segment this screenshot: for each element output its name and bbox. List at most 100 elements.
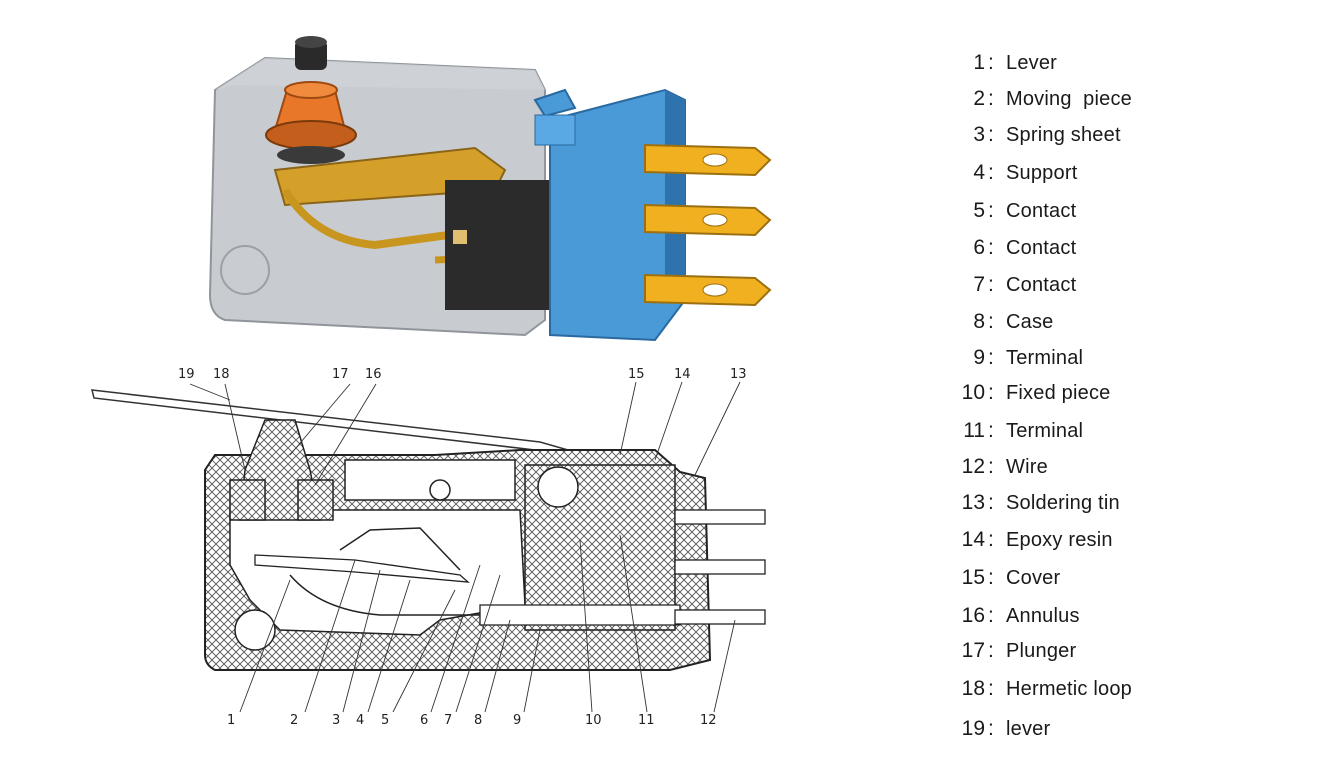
legend-label: Cover — [1006, 566, 1061, 589]
terminals-illustration — [644, 143, 772, 307]
legend-label: Soldering tin — [1006, 491, 1120, 514]
legend-label: Wire — [1006, 455, 1048, 478]
legend-item: 4 : Support — [925, 158, 1077, 188]
legend-separator: : — [988, 236, 994, 259]
plunger-illustration — [265, 36, 357, 164]
legend-label: Hermetic loop — [1006, 677, 1132, 700]
legend-label: Fixed piece — [1006, 381, 1111, 404]
legend-separator: : — [988, 455, 994, 478]
legend-item: 2 : Moving piece — [925, 84, 1132, 114]
callout-7: 7 — [444, 713, 452, 728]
legend-label: Plunger — [1006, 639, 1077, 662]
legend-separator: : — [988, 677, 994, 700]
legend-number: 9 — [973, 346, 985, 369]
legend-separator: : — [988, 199, 994, 222]
legend-separator: : — [988, 273, 994, 296]
legend-number: 16 — [961, 604, 985, 627]
legend-item: 17 : Plunger — [925, 636, 1077, 666]
legend-separator: : — [988, 528, 994, 551]
legend-separator: : — [988, 161, 994, 184]
legend-separator: : — [988, 491, 994, 514]
callout-4: 4 — [356, 713, 364, 728]
callout-16: 16 — [365, 367, 382, 382]
legend-label: Terminal — [1006, 419, 1084, 442]
legend-item: 7 : Contact — [925, 270, 1076, 300]
callout-13: 13 — [730, 367, 747, 382]
legend-number: 6 — [973, 236, 985, 259]
legend-item: 9 : Terminal — [925, 343, 1083, 373]
legend-number: 18 — [961, 677, 985, 700]
legend-number: 15 — [961, 566, 985, 589]
legend-number: 1 — [973, 51, 985, 74]
callout-15: 15 — [628, 367, 645, 382]
legend-number: 19 — [961, 717, 985, 740]
callout-numbers: 19 18 17 16 15 14 13 1 2 3 4 5 6 7 8 9 1… — [178, 367, 747, 728]
legend-separator: : — [988, 717, 994, 740]
callout-2: 2 — [290, 713, 298, 728]
legend-separator: : — [988, 51, 994, 74]
legend-item: 5 : Contact — [925, 196, 1076, 226]
legend-label: Contact — [1006, 236, 1077, 259]
legend-number: 12 — [961, 455, 985, 478]
legend-number: 13 — [961, 491, 985, 514]
legend-separator: : — [988, 604, 994, 627]
legend-separator: : — [988, 381, 994, 404]
legend-label: Terminal — [1006, 346, 1084, 369]
legend-label: Epoxy resin — [1006, 528, 1113, 551]
callout-6: 6 — [420, 713, 428, 728]
legend-number: 11 — [963, 419, 985, 442]
legend-label: Contact — [1006, 273, 1077, 296]
legend-separator: : — [988, 639, 994, 662]
callout-14: 14 — [674, 367, 691, 382]
legend-item: 19 : lever — [925, 714, 1051, 744]
legend-label: Annulus — [1006, 604, 1080, 627]
wires-section — [674, 509, 766, 625]
legend-separator: : — [988, 310, 994, 333]
callout-17: 17 — [332, 367, 349, 382]
legend-item: 15 : Cover — [925, 563, 1061, 593]
legend-separator: : — [988, 566, 994, 589]
legend-item: 1 : Lever — [925, 48, 1057, 78]
legend-separator: : — [988, 87, 994, 110]
legend-item: 14 : Epoxy resin — [925, 525, 1113, 555]
legend-item: 3 : Spring sheet — [925, 120, 1121, 150]
legend-item: 18 : Hermetic loop — [925, 674, 1132, 704]
legend-item: 8 : Case — [925, 307, 1054, 337]
legend-label: Lever — [1006, 51, 1058, 74]
legend-number: 8 — [973, 310, 985, 333]
callout-12: 12 — [700, 713, 717, 728]
callout-18: 18 — [213, 367, 230, 382]
switch-cutaway-illustration — [208, 36, 772, 342]
lever-arm — [91, 389, 572, 460]
legend-number: 5 — [973, 199, 985, 222]
legend-item: 11 : Terminal — [925, 416, 1083, 446]
legend-label: Moving piece — [1006, 87, 1132, 110]
legend-item: 13 : Soldering tin — [925, 488, 1120, 518]
legend-number: 10 — [961, 381, 985, 404]
legend-number: 4 — [973, 161, 985, 184]
legend-number: 7 — [973, 273, 985, 296]
legend-label: Support — [1006, 161, 1078, 184]
inner-block — [445, 180, 555, 310]
legend-separator: : — [988, 123, 994, 146]
callout-11: 11 — [638, 713, 655, 728]
legend-number: 17 — [961, 639, 985, 662]
legend-item: 10 : Fixed piece — [925, 378, 1111, 408]
callout-9: 9 — [513, 713, 521, 728]
legend-item: 6 : Contact — [925, 233, 1076, 263]
legend-separator: : — [988, 419, 994, 442]
legend-item: 16 : Annulus — [925, 601, 1080, 631]
legend-separator: : — [988, 346, 994, 369]
callout-19: 19 — [178, 367, 195, 382]
switch-cross-section-drawing: 19 18 17 16 15 14 13 1 2 3 4 5 6 7 8 9 1… — [91, 367, 766, 728]
legend-number: 14 — [961, 528, 985, 551]
callout-1: 1 — [227, 713, 235, 728]
legend-number: 2 — [973, 87, 985, 110]
legend-label: Contact — [1006, 199, 1077, 222]
callout-3: 3 — [332, 713, 340, 728]
legend-label: lever — [1006, 717, 1051, 740]
legend-label: Spring sheet — [1006, 123, 1121, 146]
legend-number: 3 — [973, 123, 985, 146]
legend-label: Case — [1006, 310, 1054, 333]
callout-10: 10 — [585, 713, 602, 728]
